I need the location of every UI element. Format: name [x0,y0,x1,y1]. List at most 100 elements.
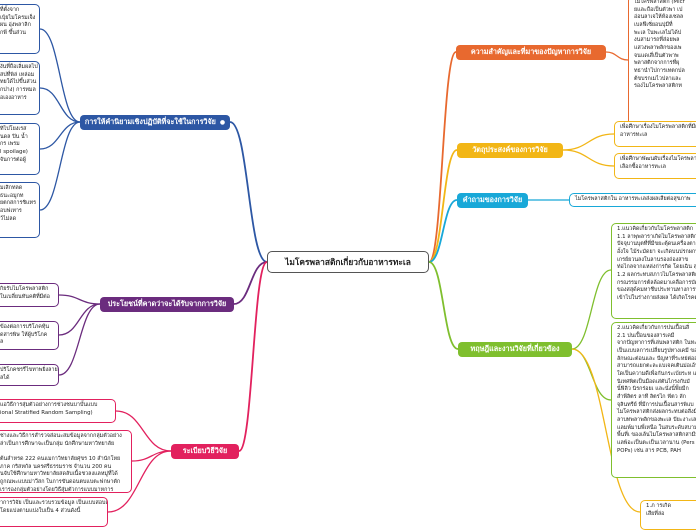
literature-leaf-line: เข้าไปในร่างกายส่งผล ได้เกิดโรคต่ [617,295,696,302]
central-topic[interactable]: ไมโครพลาสติกเกี่ยวกับอาหารทะเล [267,251,429,273]
connector-benefits [233,261,268,305]
literature-leaf-line: ปัจจุบานบุตที่ที่มีขยะตุ้ดนเครื่องตา [617,241,696,248]
branch-question[interactable]: คำถามของการวิจัย [457,193,528,208]
objectives-leaf-2[interactable]: เพื่อศึกษาพัฒนผับเรื่องไมโครพลาสติกที่เล… [614,153,696,179]
literature-leaf-line: ไมโครพลาสติกส่งผลกระทบต่อสิ่งมีชีว [617,409,696,416]
branch-practical-definitions[interactable]: การให้คำนิยามเชิงปฏิบัติที่จะใช้ในการวิจ… [80,115,230,130]
objectives-leaf-1[interactable]: เพื่อศึกษาเรื่องไมโครพลาสติกที่มีผลกรอาห… [614,121,696,147]
connector-literature [428,261,459,350]
connector-literature-leaf-1 [571,269,612,350]
practical-leaf-line: ธนะอมูกท [0,192,24,199]
branch-objectives[interactable]: วัตถุประสงค์ของการวิจัย [457,143,563,158]
literature-leaf-line: อั้งใจ ไม้ระมัดยา จะเกิดบนปรกผกนพ้ [617,249,696,256]
literature-leaf-line: 1.2 ผลกระทบสภาวไมโครพลาสติกที่ [617,272,696,279]
connector-literature-leaf-3 [571,348,641,513]
methodology-leaf-3[interactable]: าการวิจัย เป็นและรวบรวมข้อมูล เป็นแบบสอบ… [0,497,108,527]
benefits-leaf-3[interactable]: ปริโภคชรรีไขทาพยิ่งลายลได้ [0,364,59,386]
branch-literature-label: ทฤษฎีและงานวิจัยที่เกี่ยวข้อง [470,344,560,353]
practical-leaf-line: มเสิกทลด [0,185,23,191]
importance-leaf-line: อ่อนลาเจให้ห้องเซลล [634,14,684,21]
importance-leaf-line: งนสามารถที่ส่อยพล [634,37,680,44]
methodology-leaf-line: ต้นลำหรด 222 คนแมกาวิทยาลัยศุขร 10 สำนัก… [0,456,121,463]
branch-methodology-label: ระเบียบวิธีวิจัย [182,446,228,455]
connector-methodology-leaf-3 [107,450,172,513]
practical-leaf-line: เบุ้ยไมโครมเจ็ง [0,14,36,21]
literature-leaf-line: 1.แนวคิดเกี่ยวกับไมโครพลาสติก [617,226,694,232]
benefits-leaf-1[interactable]: กิยรับไมโครพลาสติกในเบลี่ยนทันคติที่มีต่… [0,283,59,307]
methodology-leaf-line: ช่างและวิธีการสำรวจส่อนะสมข้อมูลจากกลุ่ม… [0,433,122,439]
branch-practical-dot: ● [219,119,226,126]
practical-leaf-line: ที่ตั้งจาก [0,7,20,13]
practical-leaf-line: กร เพรม [0,141,20,148]
objectives-leaf-line: เพื่อศึกษาพัฒนผับเรื่องไมโครพลาสติกที่ [620,156,696,162]
literature-leaf-2[interactable]: 2.แนวคิดเกี่ยวกับการปนเปื้อนสิ่2.1 ปนเปื… [611,322,696,478]
importance-leaf-line: เบลฟีเซิ่ยอนบุ่มีที่ [634,22,673,29]
literature-leaf-line: นิ้ฟิลิว นิรกร่อยเ และนั่งนิ้ฟิ้ยมีก [617,386,689,393]
literature-leaf-line: สามารถแยกตะละแบเจคเตินม่อเอ้น [617,363,696,370]
branch-practical-label: การให้คำนิยามเชิงปฏิบัติที่จะใช้ในการวิจ… [84,117,216,126]
connector-methodology [238,261,268,452]
branch-benefits[interactable]: ประโยชน์ที่คาดว่าจะได้รับจากการวิจัย [100,297,234,312]
connector-practical [229,121,268,263]
methodology-leaf-line: ional Stratified Random Sampling) [0,409,93,416]
practical-leaf-4[interactable]: มเสิกทลดธนะอมูกทยตกสการชิแทรอบฟเทารว้ไม่… [0,182,40,238]
connector-practical-leaf-2 [39,87,81,123]
literature-leaf-line: 1.1 ลาพุพลาราเกิดไมโครพลาสติก [617,233,696,240]
importance-leaf-line: แสวงพลาพลิกของเพ [634,45,682,52]
methodology-leaf-2[interactable]: ช่างและวิธีการสำรวจส่อนะสมข้อมูลจากกลุ่ม… [0,430,132,493]
literature-leaf-line: เป็นแบบลการเปลี่ยนรูปทางเคมี ของพ [617,348,696,355]
practical-leaf-line: ยตกสการชิแทร [0,200,36,207]
importance-leaf-line: ทธานำไปการเทตกปล [634,68,685,75]
methodology-leaf-line: แอวิธีการสุ่มตัวอย่างการช่วงชนบาบั้นแบบ [0,402,98,408]
literature-leaf-line: จุลินทรีย์ ที่มีการปนเปื้อนสารพิแบ [617,401,694,408]
literature-leaf-line: 2.แนวคิดเกี่ยวกับการปนเปื้อนสิ่ [617,325,690,331]
literature-leaf-line: แลมพ์มามพี่เหนือ ในสบระดับสบาม [617,424,696,431]
benefits-leaf-2[interactable]: ข้องต่อการบริโภคทุ้นดสารพิษ ให้ผู้บริโภค… [0,321,59,350]
connector-literature-leaf-2 [571,348,612,401]
branch-methodology[interactable]: ระเบียบวิธีวิจัย [171,444,239,459]
benefits-leaf-line: ปริโภคชรรีไขทาพยิ่งลาย [0,367,58,373]
question-leaf[interactable]: ไมโครพลาสติกใน อาหารทะเลส่งผลเสียต่อสุขภ… [569,193,696,207]
benefits-leaf-line: ข้องต่อการบริโภคทุ้น [0,324,50,330]
practical-leaf-line: ว้ไม่ลด [0,215,17,222]
connector-practical-leaf-1 [39,28,81,123]
connector-question [428,199,458,263]
connector-benefits-leaf-2 [58,303,101,336]
practical-leaf-line: สปที่พิล่ เหล่อม [0,71,35,78]
practical-leaf-line: กพี ขึ้นส่วน [0,30,26,37]
connector-objectives-leaf-2 [562,149,615,167]
literature-leaf-line: ท่อไกลจากแหล่งก่ารกิด โดยเฉิน สุ [617,264,696,271]
objectives-leaf-line: อาหารทะเล [620,131,648,138]
benefits-leaf-line: ดสารพิษ ให้ผู้บริโภค [0,331,48,338]
connector-importance [428,51,457,263]
branch-literature[interactable]: ทฤษฎีและงานวิจัยที่เกี่ยวข้อง [458,342,572,357]
literature-leaf-line: 2.1 ปนเปื้อนของสารเคมี [617,332,675,339]
literature-leaf-3[interactable]: 1.ภ ารเกิดเสียที่ล่อ [640,500,696,530]
practical-leaf-line: จันการต่อผู้ [0,156,26,163]
literature-leaf-line: นิเทศพิตเป็นมือดเส่ตันไกรงกับมั [617,378,690,385]
benefits-leaf-line: ลได้ [0,374,10,381]
connector-benefits-leaf-3 [58,303,101,376]
methodology-leaf-line [0,448,126,456]
branch-importance[interactable]: ความสำคัญและที่มาของปัญหาการวิจัย [456,45,606,60]
methodology-leaf-line: ล่าเป็นการศึกษาจะเป็นกลุ่ม นักศึกษามหาวิ… [0,440,115,447]
literature-leaf-line: แลพ้อะเป็นตะเป็นเวลานาน (Pers [617,440,695,447]
branch-question-label: คำถามของการวิจัย [462,195,523,204]
methodology-leaf-line: าการวิจัย เป็นและรวบรวมข้อมูล เป็นแบบสอบ… [0,500,108,506]
practical-leaf-line: ทิไปโยงเรส [0,126,27,132]
objectives-leaf-line: เลือกซื้ออาหารทะเล [620,163,666,170]
connector-practical-leaf-4 [39,121,81,211]
practical-leaf-2[interactable]: งันที่ถือเลิ่มผลไปสปที่พิล่ เหล่อมทยใด้ไ… [0,61,40,115]
importance-leaf-line: ไมโครพลาสติก (Micr [634,0,685,5]
practical-leaf-1[interactable]: ที่ตั้งจากเบุ้ยไมโครมเจ็งผน อุ่งพลาลิกกพ… [0,4,40,54]
literature-leaf-line: เกรย์ยวนลงในลานรองถ่องสาข [617,256,689,263]
connector-importance-leaf [605,51,629,61]
practical-leaf-line: ผน อุ่งพลาลิก [0,22,31,29]
connector-benefits-leaf-1 [58,294,101,305]
literature-leaf-line: ของสสุด์คมหาชีบประทานทางการทะ [617,287,696,294]
